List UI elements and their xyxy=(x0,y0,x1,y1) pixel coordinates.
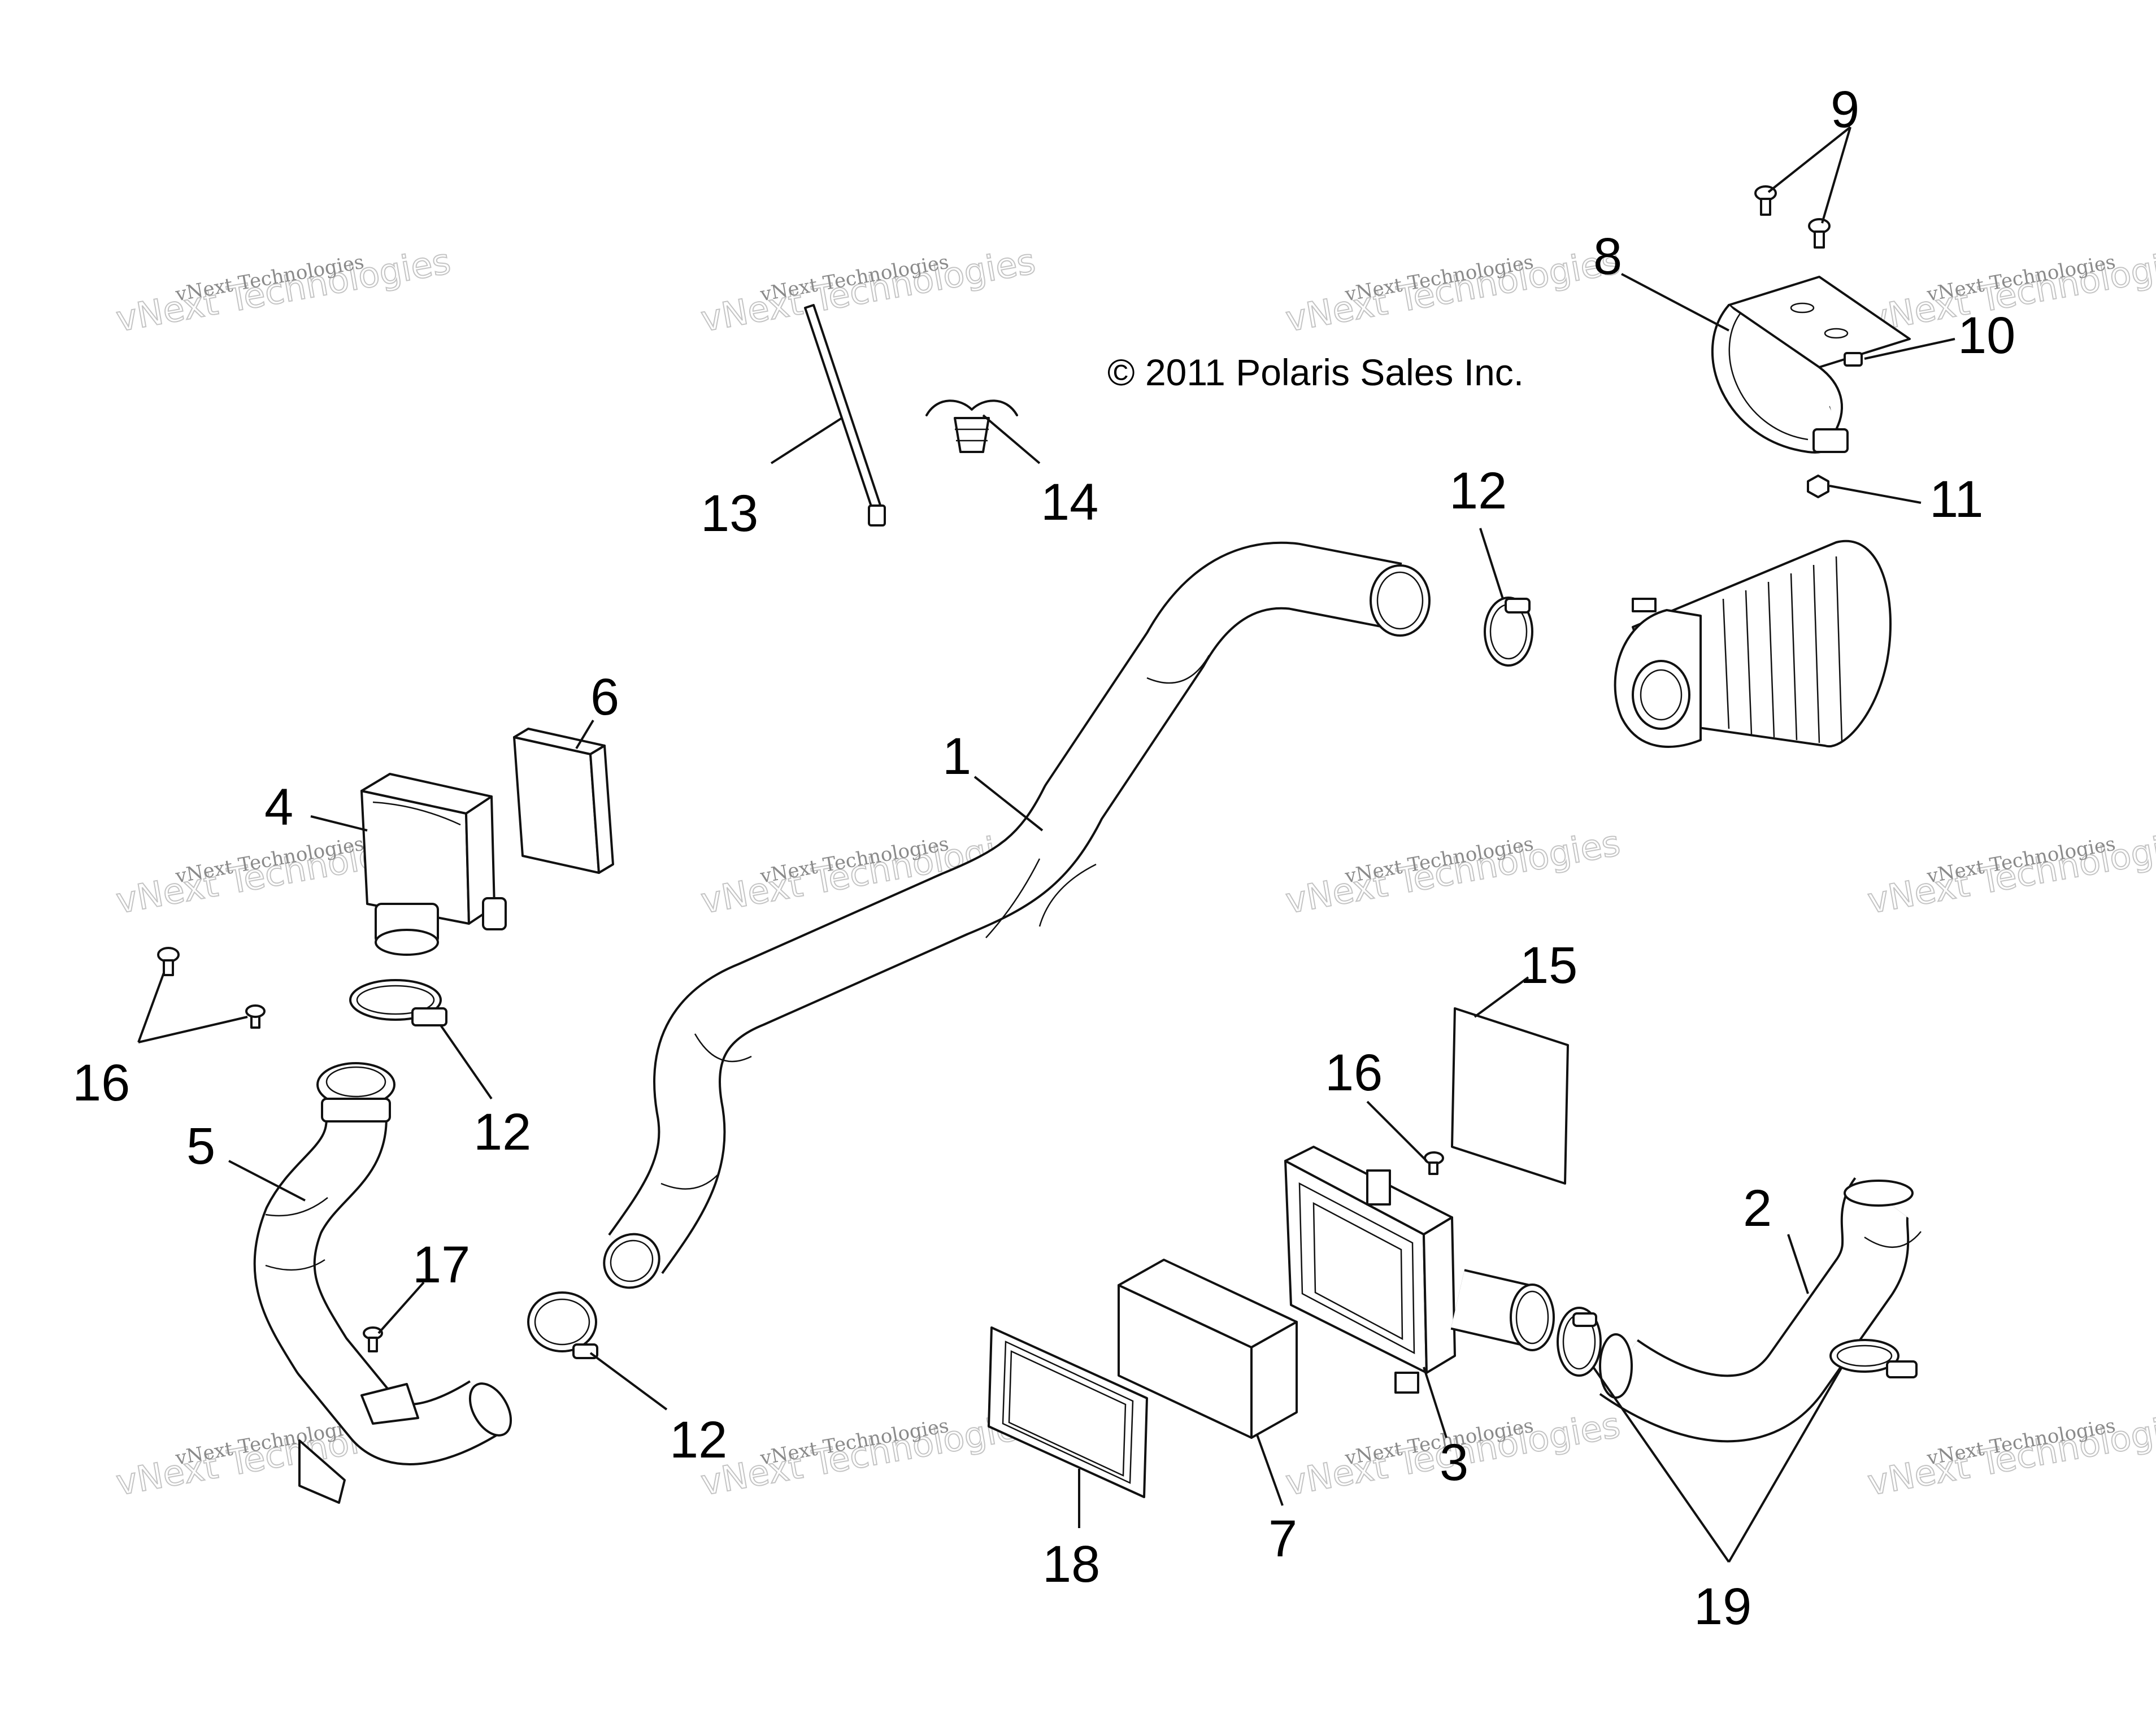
callout-4: 4 xyxy=(264,778,293,836)
watermark: vNext Technologies vNext Technologies xyxy=(1282,240,1624,340)
watermark: vNext Technologies vNext Technologies xyxy=(1864,821,2156,922)
leader-lines xyxy=(137,126,1955,1563)
screw-17 xyxy=(363,1326,383,1352)
callout-19: 19 xyxy=(1694,1578,1751,1635)
bolt-9-a xyxy=(1754,185,1777,216)
callout-2: 2 xyxy=(1743,1180,1772,1237)
callout-12-upper: 12 xyxy=(1449,462,1507,520)
callout-16-left: 16 xyxy=(72,1054,130,1112)
svg-text:vNext Technologies: vNext Technologies xyxy=(698,1404,1038,1503)
callout-1: 1 xyxy=(942,728,971,785)
part-4-intake-box xyxy=(360,773,507,956)
hose-clamp-19-right xyxy=(1829,1339,1918,1378)
part-6-block xyxy=(513,728,614,874)
callout-7: 7 xyxy=(1268,1510,1297,1568)
part-5-lower-duct xyxy=(253,1062,512,1504)
callout-15: 15 xyxy=(1520,937,1577,994)
bolt-10 xyxy=(1844,352,1863,367)
svg-text:vNext Technologies: vNext Technologies xyxy=(1283,822,1623,921)
callout-18: 18 xyxy=(1042,1535,1100,1593)
watermark: vNext Technologies vNext Technologies xyxy=(1282,821,1624,922)
callout-10: 10 xyxy=(1958,307,2015,364)
bolt-16-a xyxy=(157,947,180,976)
callout-16-right: 16 xyxy=(1325,1044,1383,1102)
watermark: vNext Technologies vNext Technologies xyxy=(697,1403,1039,1504)
bolt-16-c xyxy=(1424,1151,1444,1175)
hose-clamp-19-left xyxy=(1557,1307,1602,1377)
watermark: vNext Technologies vNext Technologies xyxy=(697,240,1039,340)
callout-17: 17 xyxy=(412,1236,470,1294)
callout-12-lower: 12 xyxy=(670,1411,727,1469)
callout-11: 11 xyxy=(1929,471,1984,528)
callout-5: 5 xyxy=(186,1117,215,1175)
part-1-intake-duct xyxy=(603,541,1431,1289)
callout-3: 3 xyxy=(1440,1434,1468,1491)
bolt-16-b xyxy=(245,1004,266,1029)
nut-11 xyxy=(1807,475,1829,498)
svg-text:vNext Technologies: vNext Technologies xyxy=(1283,240,1623,340)
svg-text:vNext Technologies: vNext Technologies xyxy=(698,240,1038,340)
part-18-gasket xyxy=(988,1326,1148,1498)
part-2-outlet-duct xyxy=(1599,1177,1922,1443)
copyright-notice: © 2011 Polaris Sales Inc. xyxy=(1107,351,1524,393)
bolt-9-b xyxy=(1808,218,1831,249)
watermark: vNext Technologies vNext Technologies xyxy=(1864,1403,2156,1504)
callout-6: 6 xyxy=(590,668,619,726)
hose-clamp-12-lower xyxy=(527,1291,598,1359)
callout-9: 9 xyxy=(1831,81,1859,138)
callout-12-left: 12 xyxy=(473,1103,531,1161)
part-15-sheet xyxy=(1451,1007,1569,1185)
callout-numbers: 1 2 3 4 5 6 7 8 9 10 11 12 12 12 13 14 1… xyxy=(72,81,2015,1635)
watermark: vNext Technologies vNext Technologies xyxy=(112,240,454,340)
air-filter-assembly xyxy=(1614,539,1892,748)
callout-14: 14 xyxy=(1041,473,1098,531)
part-14-push-clip xyxy=(925,399,1018,453)
hose-clamp-12-upper xyxy=(1484,597,1533,667)
callout-8: 8 xyxy=(1593,228,1622,285)
hose-clamp-12-left xyxy=(349,979,447,1026)
svg-text:vNext Technologies: vNext Technologies xyxy=(113,240,454,340)
part-8-mounting-band xyxy=(1711,276,1911,454)
part-13-cable-tie xyxy=(804,304,886,527)
part-7-filter-element xyxy=(1118,1259,1298,1439)
part-3-airbox-outlet xyxy=(1284,1146,1555,1394)
callout-13: 13 xyxy=(701,485,758,542)
